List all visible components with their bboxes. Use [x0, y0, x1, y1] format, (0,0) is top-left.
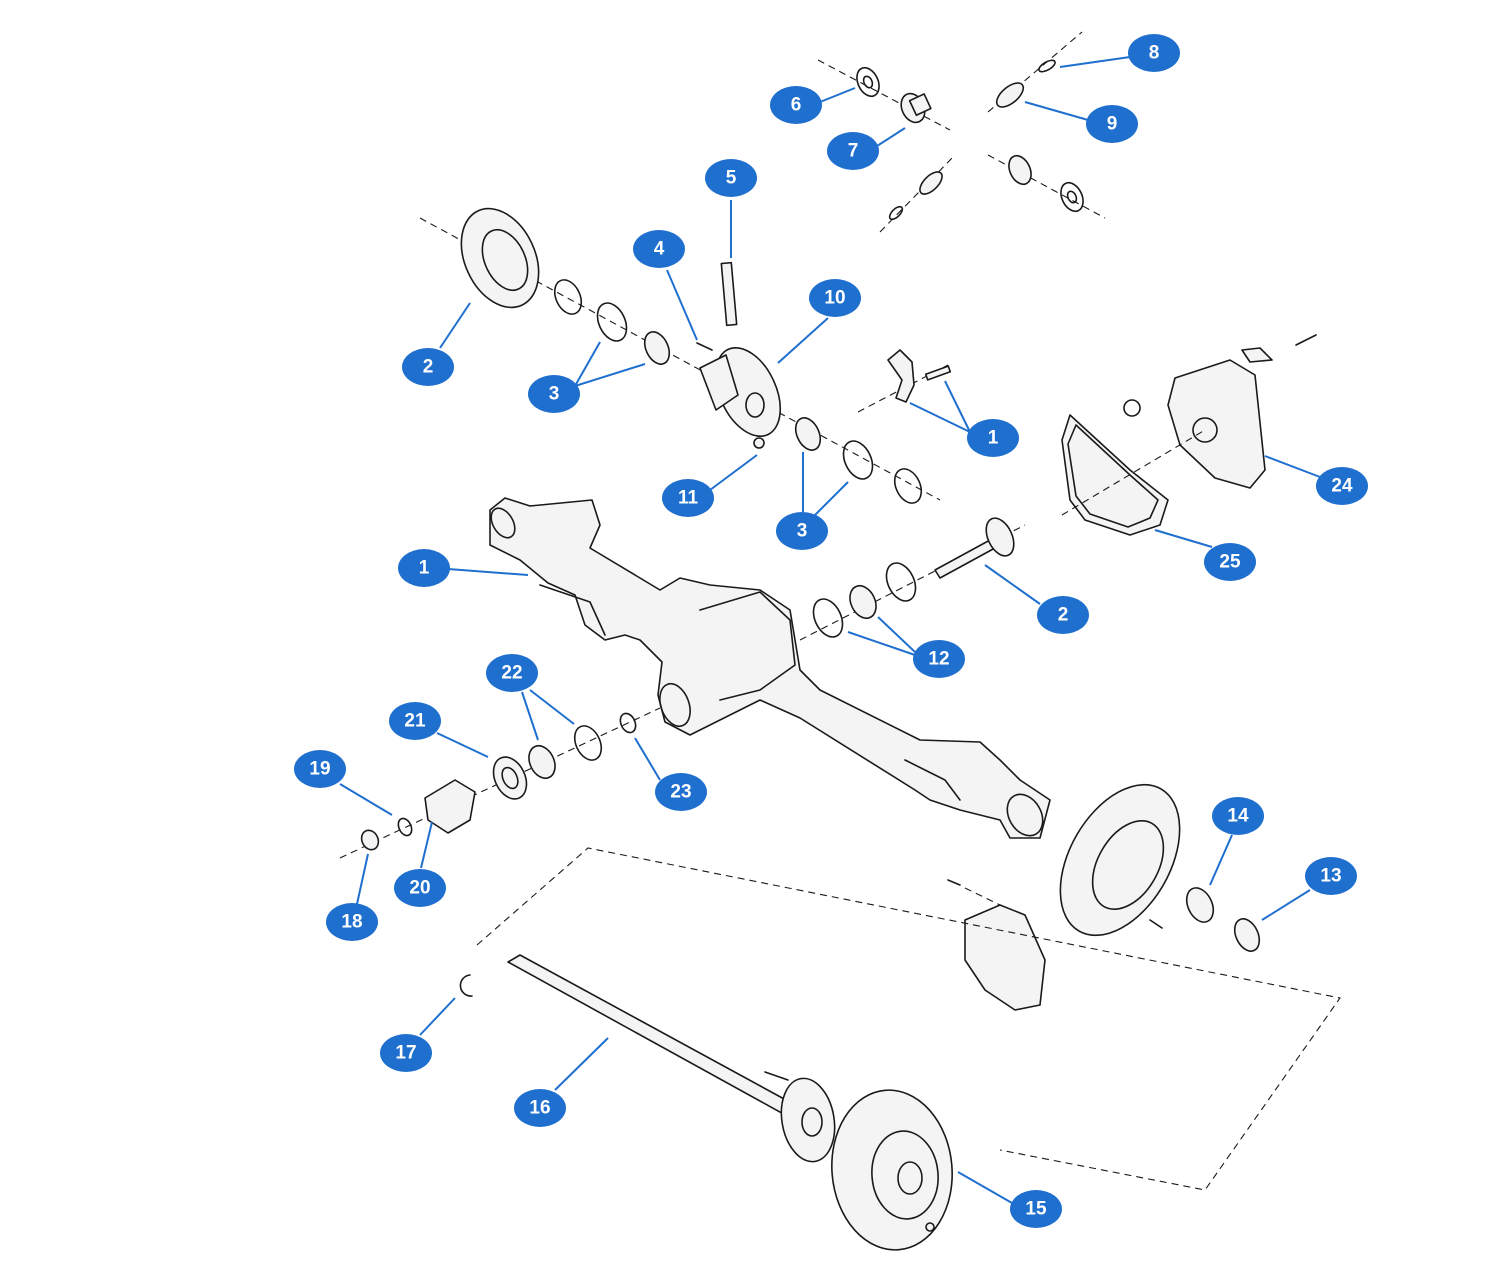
side-gear-group [817, 31, 1106, 233]
callout-17: 17 [380, 1034, 432, 1072]
callout-5: 5 [705, 159, 757, 197]
callout-22: 22 [486, 654, 538, 692]
callout-12: 12 [913, 640, 965, 678]
callout-11: 11 [662, 479, 714, 517]
callout-13: 13 [1305, 857, 1357, 895]
bracket-upper [857, 349, 952, 413]
callout-2: 2 [402, 348, 454, 386]
callout-9: 9 [1086, 105, 1138, 143]
callout-label: 4 [654, 239, 665, 260]
callouts: 8 6 9 7 5 4 10 2 3 1 24 11 3 25 1 2 12 2… [294, 34, 1368, 1228]
callout-label: 10 [824, 288, 845, 309]
callout-label: 14 [1227, 806, 1249, 827]
callout-label: 24 [1331, 476, 1353, 497]
callout-label: 1 [988, 428, 999, 449]
callout-label: 15 [1025, 1199, 1047, 1220]
callout-label: 1 [419, 558, 430, 579]
callout-label: 7 [848, 141, 859, 162]
callout-19: 19 [294, 750, 346, 788]
callout-18: 18 [326, 903, 378, 941]
callout-label: 3 [797, 521, 808, 542]
callout-label: 12 [928, 649, 949, 670]
callout-label: 16 [529, 1098, 550, 1119]
callout-3: 3 [528, 375, 580, 413]
callout-label: 19 [309, 759, 330, 780]
callout-label: 23 [670, 782, 691, 803]
callout-1: 1 [398, 549, 450, 587]
callout-label: 8 [1149, 43, 1160, 64]
callout-25: 25 [1204, 543, 1256, 581]
callout-1: 1 [967, 419, 1019, 457]
callout-label: 18 [341, 912, 362, 933]
callout-24: 24 [1316, 467, 1368, 505]
callout-10: 10 [809, 279, 861, 317]
parts-artwork [339, 31, 1341, 1251]
cover-group [1061, 334, 1317, 536]
callout-label: 5 [726, 168, 737, 189]
callout-4: 4 [633, 230, 685, 268]
callout-8: 8 [1128, 34, 1180, 72]
callout-label: 17 [395, 1043, 416, 1064]
callout-15: 15 [1010, 1190, 1062, 1228]
callout-label: 6 [791, 95, 802, 116]
callout-label: 22 [501, 663, 522, 684]
callout-label: 20 [409, 878, 430, 899]
differential-group [419, 207, 941, 504]
callout-label: 25 [1219, 552, 1241, 573]
callout-21: 21 [389, 702, 441, 740]
callout-label: 2 [1058, 605, 1069, 626]
callout-14: 14 [1212, 797, 1264, 835]
callout-label: 11 [678, 488, 699, 509]
callout-16: 16 [514, 1089, 566, 1127]
leader-lines [339, 56, 1321, 1204]
callout-6: 6 [770, 86, 822, 124]
callout-7: 7 [827, 132, 879, 170]
upper-axle-shaft [799, 517, 1026, 641]
callout-label: 2 [423, 357, 434, 378]
callout-23: 23 [655, 773, 707, 811]
brake-assembly [947, 783, 1261, 1011]
pinion-group [339, 707, 661, 859]
callout-label: 13 [1320, 866, 1341, 887]
callout-label: 21 [404, 711, 426, 732]
lower-axle-group [459, 847, 1341, 1251]
axle-housing [489, 497, 1051, 839]
callout-label: 9 [1107, 114, 1118, 135]
callout-label: 3 [549, 384, 560, 405]
callout-3: 3 [776, 512, 828, 550]
callout-20: 20 [394, 869, 446, 907]
callout-2: 2 [1037, 596, 1089, 634]
